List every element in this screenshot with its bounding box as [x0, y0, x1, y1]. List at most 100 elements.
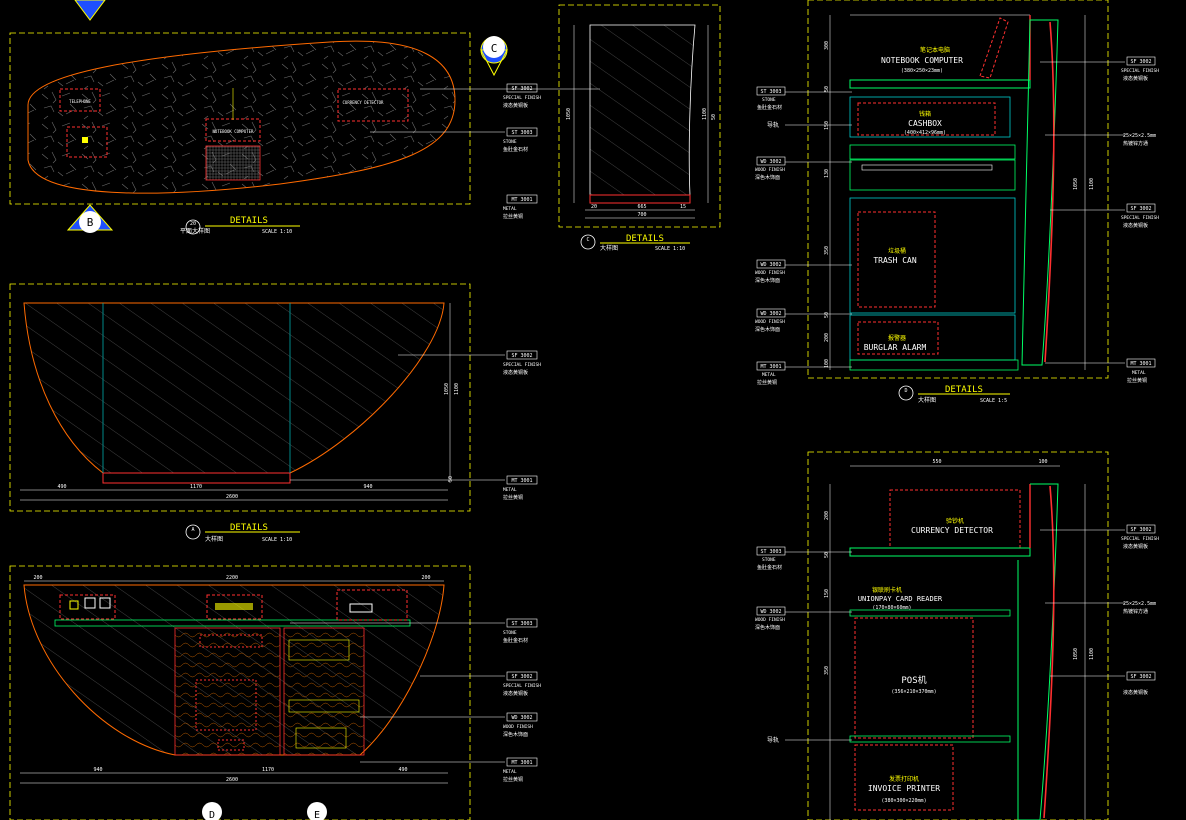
section-d-cashbox: CASHBOX [908, 119, 942, 128]
elevation-a-subtitle: 大样图 [205, 535, 223, 543]
callout-cn: 深色木饰面 [755, 174, 780, 181]
callout-en: SPECIAL FINISH [503, 95, 541, 101]
callout-cn: 拉丝黄铜 [503, 213, 523, 220]
section-d-dim-d7: 200 [824, 333, 830, 342]
elevation-b-box-1 [59, 594, 116, 620]
callout-en: WOOD FINISH [755, 617, 785, 623]
section-c-dim-h2: 1100 [702, 108, 708, 120]
section-e-finish-edge [1043, 485, 1055, 819]
callout-tube: 25×25×2.5mm [1123, 601, 1156, 607]
currency-box [337, 88, 409, 122]
elevation-a-dim-h1: 1050 [444, 383, 450, 395]
callout-code: MT 3001 [511, 478, 532, 484]
callout-cn: 拉丝黄铜 [1127, 377, 1147, 384]
plan-frame [9, 32, 471, 205]
section-d-title-num: D [904, 388, 907, 394]
section-d-drawer-2-inner [861, 164, 993, 171]
section-c-dim-a: 20 [591, 204, 597, 210]
callout-en: SPECIAL FINISH [1121, 536, 1159, 542]
section-e-dim-d1: 200 [824, 511, 830, 520]
elevation-b-inner-3 [217, 739, 245, 751]
elevation-b-dim-b3: 490 [398, 767, 407, 773]
callout-en: SPECIAL FINISH [1121, 215, 1159, 221]
plan-view: TELEPHONE CURRENCY DETECTOR NOTEBOOK COM… [9, 0, 600, 235]
callout-code: SF 3002 [1130, 206, 1151, 212]
section-e-frame [807, 451, 1109, 820]
callout-code: SF 3002 [1130, 59, 1151, 65]
callout-en: STONE [762, 97, 776, 103]
elevation-b-dim-total: 2600 [226, 777, 238, 783]
callout-elev-b-wd: WD 3002 WOOD FINISH 深色木饰面 [503, 712, 538, 738]
elevation-a-title: DETAILS [230, 523, 268, 533]
callout-code: WD 3002 [760, 609, 781, 615]
section-e-union: UNIONPAY CARD READER [858, 595, 943, 603]
section-d-dim-d4: 130 [824, 169, 830, 178]
plan-counter-outline [27, 40, 456, 194]
elevation-b: 200 2200 200 940 1170 490 2600 D E [9, 565, 505, 820]
plan-subtitle: 平面大样图 [180, 227, 210, 235]
elevation-b-sym-5 [349, 603, 373, 613]
callout-code: SF 3002 [511, 353, 532, 359]
currency-label: CURRENCY DETECTOR [343, 100, 385, 105]
section-d-alarm [857, 321, 939, 355]
section-c-dim-h1: 1050 [566, 108, 572, 120]
section-e-shelf [849, 609, 1011, 617]
callout-cn: 深色木饰面 [503, 731, 528, 738]
callout-cn: 液态黄铜板 [1123, 75, 1148, 82]
section-c-title-num: C [586, 237, 589, 243]
section-d-curved-panel [1021, 19, 1059, 366]
marker-e-letter: E [314, 810, 320, 820]
section-d-rail-label: 导轨 [767, 121, 779, 129]
elevation-a-title-num: A [191, 527, 194, 533]
elevation-b-dim-r: 200 [421, 575, 430, 581]
callout-plan-st: ST 3003 STONE 鱼肚金石材 [503, 127, 538, 153]
callout-e-sf: SF 3002 SPECIAL FINISH 液态黄铜板 [1121, 524, 1159, 550]
callout-cn: 鱼肚金石材 [503, 146, 528, 153]
callout-d-sf2: SF 3002 SPECIAL FINISH 液态黄铜板 [1121, 203, 1159, 229]
section-d-title: DETAILS [945, 385, 983, 395]
section-c-dim-b: 665 [637, 204, 646, 210]
callout-en: STONE [503, 139, 517, 145]
section-c-subtitle: 大样图 [600, 244, 618, 252]
section-d-notebook: NOTEBOOK COMPUTER [881, 56, 963, 65]
section-e-pos: POS机 [901, 674, 926, 686]
section-e-stone-top [849, 547, 1031, 557]
callout-code: ST 3003 [511, 621, 532, 627]
callout-d-mt-right: MT 3001 METAL 拉丝黄铜 [1126, 358, 1156, 384]
callout-cn: 液态黄铜板 [503, 690, 528, 697]
section-e-dim-w2: 100 [1038, 459, 1047, 465]
elevation-a-dim-base: 50 [448, 476, 454, 482]
section-d-stone-top [849, 79, 1031, 89]
section-c-dim-c: 15 [680, 204, 686, 210]
section-c-body [589, 24, 696, 196]
callout-code: MT 3001 [511, 760, 532, 766]
callout-code: MT 3001 [760, 364, 781, 370]
section-d-dim-d3: 150 [824, 121, 830, 130]
section-d-scale: SCALE 1:5 [980, 398, 1007, 404]
callout-d-st: ST 3003 STONE 鱼肚金石材 [756, 86, 786, 111]
callout-code: ST 3003 [760, 549, 781, 555]
section-c: 1050 1100 50 20 665 15 700 C DETAILS 大样图… [558, 4, 721, 252]
marker-b-letter: B [87, 216, 94, 229]
callout-code: WD 3002 [760, 159, 781, 165]
callout-en: WOOD FINISH [755, 167, 785, 173]
elevation-a-dim-total: 2600 [226, 494, 238, 500]
callout-code: SF 3002 [1130, 527, 1151, 533]
callout-cn: 拉丝黄铜 [503, 776, 523, 783]
callout-en: STONE [503, 630, 517, 636]
telephone-label: TELEPHONE [69, 99, 91, 104]
plan-box-2 [66, 126, 108, 158]
elevation-b-sym-1 [69, 600, 79, 610]
callout-en: WOOD FINISH [755, 319, 785, 325]
callout-en: METAL [503, 769, 517, 775]
section-d-alarm: BURGLAR ALARM [864, 343, 927, 352]
section-e-dim-h2: 1100 [1089, 648, 1095, 660]
notebook-label: NOTEBOOK COMPUTER [213, 129, 255, 134]
callout-code: SF 3002 [1130, 674, 1151, 680]
callout-tube: 25×25×2.5mm [1123, 133, 1156, 139]
callout-elev-b-mt: MT 3001 METAL 拉丝黄铜 [503, 757, 538, 783]
callout-cn: 拉丝黄铜 [503, 494, 523, 501]
section-e-currency-cn: 验钞机 [946, 517, 964, 525]
elevation-b-sym-3 [99, 597, 111, 609]
